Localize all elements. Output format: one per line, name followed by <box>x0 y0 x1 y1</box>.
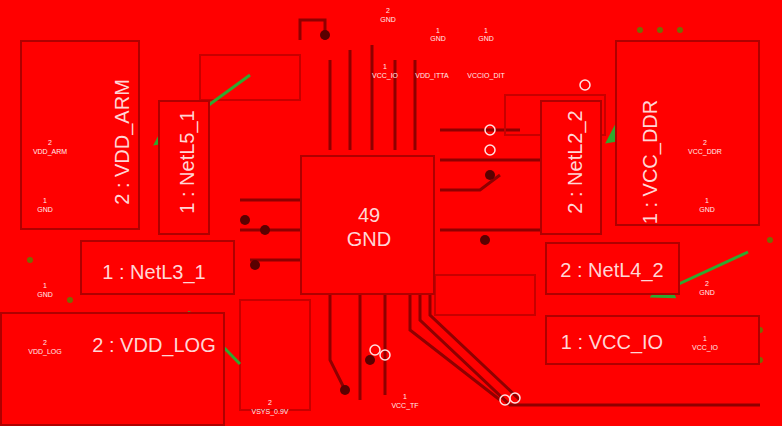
pad-label: GND <box>699 289 715 296</box>
pad-label: GND <box>380 16 396 23</box>
copper-region: 1 : VCC_DDR <box>615 40 760 226</box>
pad-label: 1 <box>705 197 709 204</box>
pad-label: 2 <box>705 280 709 287</box>
copper-region: 2 : NetL2_2 <box>540 100 602 235</box>
pad-label: 1 <box>43 282 47 289</box>
pad-label: 2 <box>43 339 47 346</box>
copper-region: 2 : VDD_LOG <box>0 312 225 426</box>
copper-region: 2 : NetL4_2 <box>545 242 680 295</box>
net-label: 2 : NetL2_2 <box>565 110 585 213</box>
pad-label: VDD_ARM <box>33 148 67 155</box>
pad-label: GND <box>430 35 446 42</box>
pad-label: VCC_DDR <box>688 148 722 155</box>
copper-region: 1 : NetL3_1 <box>80 240 235 295</box>
pad-label: 2 <box>268 399 272 406</box>
copper-region: 1 : VCC_IO <box>545 315 760 365</box>
pad-label: VCC_TF <box>391 402 418 409</box>
pad-label: GND <box>37 291 53 298</box>
net-label: 1 : VCC_IO <box>561 332 663 352</box>
copper-region: 2 : VDD_ARM <box>20 40 140 230</box>
net-label: 1 : VCC_DDR <box>640 100 660 224</box>
pad-label: GND <box>37 206 53 213</box>
pad-label: GND <box>478 35 494 42</box>
net-label: 1 : NetL3_1 <box>102 262 205 282</box>
pad-label: GND <box>699 206 715 213</box>
pad-label: 2 <box>48 139 52 146</box>
net-label: GND <box>347 229 391 249</box>
pad-label: 1 <box>43 197 47 204</box>
pad-label: 1 <box>403 393 407 400</box>
pad-label: 2 <box>703 139 707 146</box>
pad-label: 1 <box>383 63 387 70</box>
ground-pad: 49GND <box>300 155 435 295</box>
pad-label: VDD_ITTA <box>415 72 448 79</box>
net-label: 2 : VDD_LOG <box>92 335 215 355</box>
pad-label: VCC_IO <box>372 72 398 79</box>
net-label: 2 : VDD_ARM <box>112 79 132 205</box>
net-label: 2 : NetL4_2 <box>560 260 663 280</box>
pad-label: VSYS_0.9V <box>252 408 289 415</box>
net-label: 1 : NetL5_1 <box>177 110 197 213</box>
net-label: 49 <box>358 205 380 225</box>
pad-label: 2 <box>386 7 390 14</box>
pad-label: 1 <box>436 27 440 34</box>
pad-label: 1 <box>703 335 707 342</box>
pad-label: VCCIO_DIT <box>467 72 504 79</box>
pad-label: VDD_LOG <box>28 348 61 355</box>
pad-label: 1 <box>484 27 488 34</box>
pad-label: VCC_IO <box>692 344 718 351</box>
copper-region: 1 : NetL5_1 <box>158 100 210 235</box>
